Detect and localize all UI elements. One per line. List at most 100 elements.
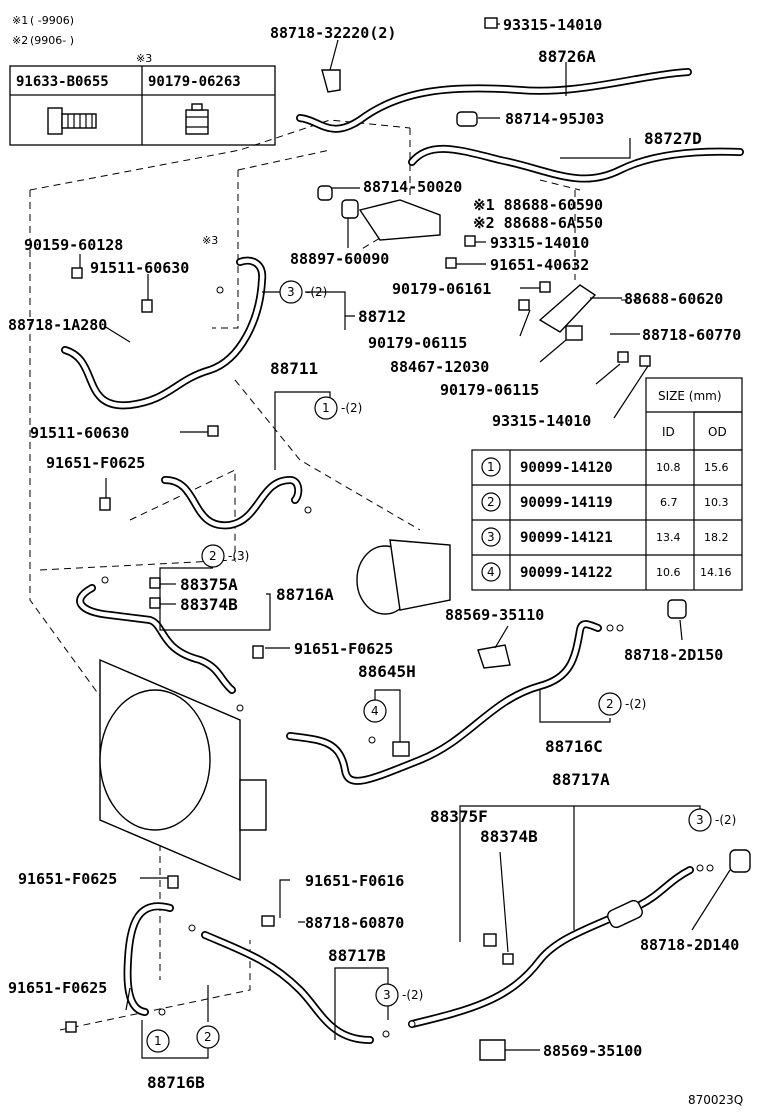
svg-text:6.7: 6.7 [660,496,678,509]
svg-text:90099-14121: 90099-14121 [520,530,613,546]
pressure-switch-88645H [392,741,410,757]
flange-bolt-icon [47,107,97,135]
label-88375F: 88375F [430,807,488,826]
label-91511-60630-b: 91511-60630 [30,424,129,442]
hex-nut-icon [185,103,209,135]
pipe-88716B [123,902,174,1016]
pipe-88727D [408,144,744,183]
svg-text:2: 2 [487,495,495,509]
svg-text:-(2): -(2) [715,813,736,827]
svg-text:3: 3 [287,285,295,299]
svg-text:1: 1 [487,460,495,474]
size-table-col-od: OD [708,425,727,439]
svg-text:4: 4 [371,704,379,718]
pipe-88726A [296,68,692,133]
fastener-col-1: 91633-B0655 [16,74,109,90]
svg-text:-(2): -(2) [625,697,646,711]
item-circle-2-88716A: 2 -(3) [201,544,249,568]
label-91651-F0616: 91651-F0616 [305,872,404,890]
svg-text:1: 1 [154,1034,162,1048]
svg-text:90099-14120: 90099-14120 [520,460,613,476]
label-88374B-a: 88374B [180,595,238,614]
label-88716A: 88716A [276,585,334,604]
muffler-88717A [607,899,643,929]
label-88716B: 88716B [147,1073,205,1092]
label-88717B: 88717B [328,946,386,965]
label-88375A: 88375A [180,575,238,594]
o-rings [101,286,714,1038]
bracket-88688 [341,199,441,241]
pipe-88717A [408,866,694,1028]
condenser-fan-assembly [99,658,267,882]
label-88714-95J03: 88714-95J03 [505,110,604,128]
label-88711: 88711 [270,359,318,378]
label-88688-60590: ※1 88688-60590 [473,196,603,214]
svg-text:2: 2 [209,549,217,563]
bolts [65,17,651,1033]
label-88712: 88712 [358,307,406,326]
label-91511-60630-a: 91511-60630 [90,259,189,277]
callout-labels: 88718-32220(2) 93315-14010 88726A 88714-… [8,16,741,1092]
pipe-88717B [201,931,374,1044]
note-1-mark: ※1 [12,14,28,27]
label-88714-50020: 88714-50020 [363,178,462,196]
label-90179-06115-b: 90179-06115 [440,381,539,399]
bracket-88688-60620 [538,284,597,333]
label-91651-40632: 91651-40632 [490,256,589,274]
label-91651-F0625-c: 91651-F0625 [18,870,117,888]
svg-text:-(3): -(3) [228,549,249,563]
compressor [356,539,451,615]
label-88716C: 88716C [545,737,603,756]
svg-text:90099-14122: 90099-14122 [520,565,613,581]
leader-lines [79,23,731,1059]
size-table-title: SIZE (mm) [658,389,722,403]
svg-text:3: 3 [383,988,391,1002]
hose-88711 [161,476,303,530]
svg-text:13.4: 13.4 [656,531,681,544]
label-91651-F0625-b: 91651-F0625 [294,640,393,658]
label-88688-6A550: ※2 88688-6A550 [473,214,603,232]
svg-text:10.3: 10.3 [704,496,729,509]
note-1-text: ( -9906) [30,14,74,27]
item-circle-3-88712: 3 -(2) [279,280,327,304]
svg-text:-(2): -(2) [402,988,423,1002]
svg-text:2: 2 [606,697,614,711]
clamp-88718-32220 [321,69,341,93]
label-88688-60620: 88688-60620 [624,290,723,308]
note-2-text: (9906- ) [30,34,74,47]
clip-88569-35110 [477,644,511,669]
hose-88712 [61,256,267,410]
label-88727D: 88727D [644,129,702,148]
label-93315-14010-a: 93315-14010 [503,16,602,34]
svg-text:-(2): -(2) [341,401,362,415]
svg-text:10.6: 10.6 [656,566,681,579]
svg-text:18.2: 18.2 [704,531,729,544]
circled-item-numbers: 3 -(2) 1 -(2) 2 -(3) 4 2 -(2) 3 -(2) [146,280,736,1053]
clip-88569-35100 [479,1039,506,1061]
label-93315-14010-c: 93315-14010 [492,412,591,430]
label-91651-F0625-a: 91651-F0625 [46,454,145,472]
diagram-code: 870023Q [688,1093,743,1107]
item-circle-1-88716B: 1 [146,1029,170,1053]
label-88718-60870: 88718-60870 [305,914,404,932]
label-91651-F0625-d: 91651-F0625 [8,979,107,997]
fastener-col-2: 90179-06263 [148,74,241,90]
label-mark3: ※3 [202,234,218,247]
item-circle-1-88711: 1 -(2) [314,396,362,420]
svg-text:3: 3 [487,530,495,544]
label-88897-60090: 88897-60090 [290,250,389,268]
label-88569-35110: 88569-35110 [445,606,544,624]
svg-text:15.6: 15.6 [704,461,729,474]
pipe-88716C [286,620,602,785]
svg-text:90099-14119: 90099-14119 [520,495,613,511]
label-88374B-b: 88374B [480,827,538,846]
label-90179-06161: 90179-06161 [392,280,491,298]
svg-text:4: 4 [487,565,495,579]
item-circle-2-88716B: 2 [196,1025,220,1049]
label-88467-12030: 88467-12030 [390,358,489,376]
item-circle-2-88716C: 2 -(2) [598,692,646,716]
label-93315-14010-b: 93315-14010 [490,234,589,252]
label-88718-2D150: 88718-2D150 [624,646,723,664]
label-90179-06115-a: 90179-06115 [368,334,467,352]
